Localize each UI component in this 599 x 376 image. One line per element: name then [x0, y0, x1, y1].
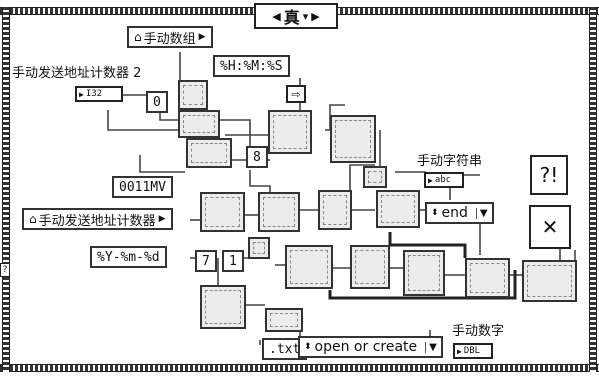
- end-enum-constant[interactable]: ⬍ end ▼: [425, 202, 494, 224]
- dropdown-arrow-icon[interactable]: ▼: [476, 208, 488, 219]
- index-constant[interactable]: 0: [146, 91, 168, 113]
- counter-indicator-label: 手动发送地址计数器 2: [12, 62, 141, 81]
- case-structure-bottom-border: [0, 364, 599, 372]
- close-file-icon[interactable]: ✕: [529, 205, 571, 249]
- string-subset-icon[interactable]: [200, 192, 245, 232]
- case-structure-right-border[interactable]: [589, 7, 597, 372]
- number-terminal-type: DBL: [464, 346, 480, 356]
- increment-decrement-icon[interactable]: ⬍: [304, 342, 312, 352]
- tick-count-icon[interactable]: ⇨: [286, 85, 306, 103]
- case-selector[interactable]: ◀ 真 ▾ ▶: [254, 3, 338, 29]
- string-subset-icon-2[interactable]: [318, 190, 352, 230]
- chevron-right-icon: ▶: [199, 32, 206, 42]
- counter-terminal[interactable]: ▶ I32: [75, 86, 123, 102]
- error-handler-icon[interactable]: ?!: [530, 155, 568, 195]
- string-transform-icon[interactable]: [363, 166, 387, 188]
- numeric-constant-8[interactable]: 8: [246, 146, 268, 168]
- array-local-label: 手动数组: [144, 28, 196, 47]
- case-selector-tunnel[interactable]: ?: [0, 263, 10, 277]
- number-terminal[interactable]: ▶ DBL: [453, 343, 493, 359]
- number-indicator-label: 手动数字: [452, 320, 504, 339]
- numeric-constant-1[interactable]: 1: [222, 250, 244, 272]
- home-icon: ⌂: [29, 212, 37, 226]
- counter-local-label: 手动发送地址计数器: [39, 210, 156, 229]
- case-increment-arrow-icon[interactable]: ▶: [311, 10, 319, 23]
- set-file-position-icon[interactable]: [465, 258, 510, 298]
- terminal-arrow-icon: ▶: [428, 176, 433, 185]
- counter-local-variable[interactable]: ⌂ 手动发送地址计数器 ▶: [22, 208, 173, 230]
- dropdown-arrow-icon[interactable]: ▼: [425, 342, 437, 353]
- open-mode-enum-value: open or create: [315, 339, 418, 355]
- build-path-icon-2[interactable]: [350, 245, 390, 289]
- index-array-icon[interactable]: [178, 110, 220, 138]
- case-selector-label: 真: [284, 4, 300, 28]
- concatenate-strings-icon[interactable]: [330, 115, 376, 163]
- search-replace-icon[interactable]: [258, 192, 300, 232]
- numeric-constant-7[interactable]: 7: [195, 250, 217, 272]
- time-format-constant[interactable]: %H:%M:%S: [213, 55, 290, 77]
- hex-string-to-number-icon[interactable]: [376, 190, 420, 228]
- write-text-file-icon[interactable]: [522, 260, 577, 302]
- format-into-string-icon[interactable]: [186, 138, 232, 168]
- concatenate-strings-icon-2[interactable]: [265, 308, 303, 332]
- counter-terminal-type: I32: [86, 89, 102, 99]
- hex-string-constant[interactable]: 0011MV: [112, 176, 173, 198]
- open-create-file-icon[interactable]: [403, 250, 445, 296]
- end-enum-value: end: [442, 205, 468, 221]
- format-date-time-icon-2[interactable]: [200, 285, 246, 329]
- open-mode-enum-constant[interactable]: ⬍ open or create ▼: [298, 336, 443, 358]
- string-indicator-label: 手动字符串: [417, 150, 482, 169]
- format-date-time-icon[interactable]: [268, 110, 312, 154]
- path-constant-icon[interactable]: [248, 237, 270, 259]
- date-format-constant[interactable]: %Y-%m-%d: [90, 246, 167, 268]
- array-local-variable[interactable]: ⌂ 手动数组 ▶: [127, 26, 213, 48]
- build-path-icon[interactable]: [285, 245, 333, 289]
- chevron-right-icon: ▶: [159, 214, 166, 224]
- home-icon: ⌂: [134, 30, 142, 44]
- case-structure-left-border[interactable]: [2, 7, 10, 372]
- string-terminal[interactable]: ▶ abc: [424, 172, 464, 188]
- case-decrement-arrow-icon[interactable]: ◀: [272, 10, 280, 23]
- terminal-arrow-icon: ▶: [457, 347, 462, 356]
- case-dropdown-icon[interactable]: ▾: [303, 10, 309, 23]
- string-terminal-type: abc: [435, 175, 451, 185]
- build-array-icon[interactable]: [178, 80, 208, 110]
- terminal-arrow-icon: ▶: [79, 90, 84, 99]
- increment-decrement-icon[interactable]: ⬍: [431, 208, 439, 218]
